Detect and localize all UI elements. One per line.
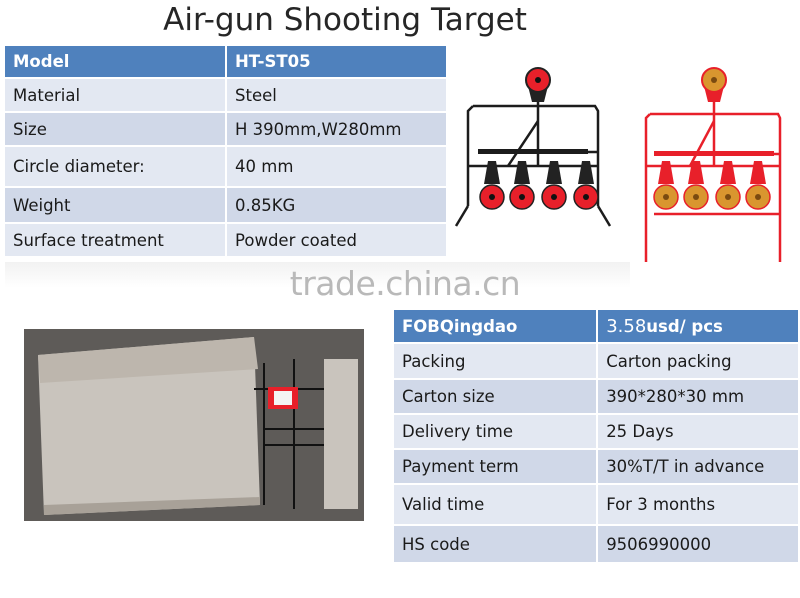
price-cell: 3.58usd/ pcs: [598, 310, 800, 344]
fob-label: FOBQingdao: [394, 310, 599, 344]
spec-value: 40 mm: [227, 147, 448, 188]
trade-label: Carton size: [394, 380, 599, 415]
table-row: Size H 390mm,W280mm: [5, 113, 448, 147]
spec-table-header: Model HT-ST05: [5, 46, 448, 79]
spec-header-label: Model: [5, 46, 227, 79]
table-row: HS code 9506990000: [394, 526, 800, 564]
spec-label: Weight: [5, 188, 227, 224]
table-row: Surface treatment Powder coated: [5, 224, 448, 258]
table-row: Material Steel: [5, 79, 448, 113]
spec-label: Size: [5, 113, 227, 147]
price-unit: usd/ pcs: [646, 316, 723, 336]
trade-label: Delivery time: [394, 415, 599, 450]
spec-header-value: HT-ST05: [227, 46, 448, 79]
carton-box-photo: [24, 329, 364, 521]
trade-value: 390*280*30 mm: [598, 380, 800, 415]
table-row: Valid time For 3 months: [394, 485, 800, 526]
table-row: Weight 0.85KG: [5, 188, 448, 224]
spec-value: 0.85KG: [227, 188, 448, 224]
watermark: trade.china.cn: [289, 264, 521, 303]
trade-value: 9506990000: [598, 526, 800, 564]
table-row: Carton size 390*280*30 mm: [394, 380, 800, 415]
page-title: Air-gun Shooting Target: [163, 2, 527, 38]
table-row: Circle diameter: 40 mm: [5, 147, 448, 188]
black-target-photo: [448, 66, 630, 262]
spec-label: Material: [5, 79, 227, 113]
price-value: 3.58: [606, 315, 647, 337]
trade-value: For 3 months: [598, 485, 800, 526]
red-target-photo: [640, 66, 790, 262]
spec-value: Steel: [227, 79, 448, 113]
spec-label: Circle diameter:: [5, 147, 227, 188]
table-row: Payment term 30%T/T in advance: [394, 450, 800, 485]
spec-label: Surface treatment: [5, 224, 227, 258]
spec-value: H 390mm,W280mm: [227, 113, 448, 147]
trade-value: Carton packing: [598, 344, 800, 380]
trade-value: 30%T/T in advance: [598, 450, 800, 485]
trade-label: Payment term: [394, 450, 599, 485]
trade-label: HS code: [394, 526, 599, 564]
table-shadow: [5, 262, 630, 288]
trade-label: Packing: [394, 344, 599, 380]
table-row: Packing Carton packing: [394, 344, 800, 380]
spec-value: Powder coated: [227, 224, 448, 258]
trade-label: Valid time: [394, 485, 599, 526]
trade-table-header: FOBQingdao 3.58usd/ pcs: [394, 310, 800, 344]
trade-value: 25 Days: [598, 415, 800, 450]
table-row: Delivery time 25 Days: [394, 415, 800, 450]
spec-table: Model HT-ST05 Material Steel Size H 390m…: [5, 46, 448, 258]
trade-table: FOBQingdao 3.58usd/ pcs Packing Carton p…: [394, 310, 800, 564]
